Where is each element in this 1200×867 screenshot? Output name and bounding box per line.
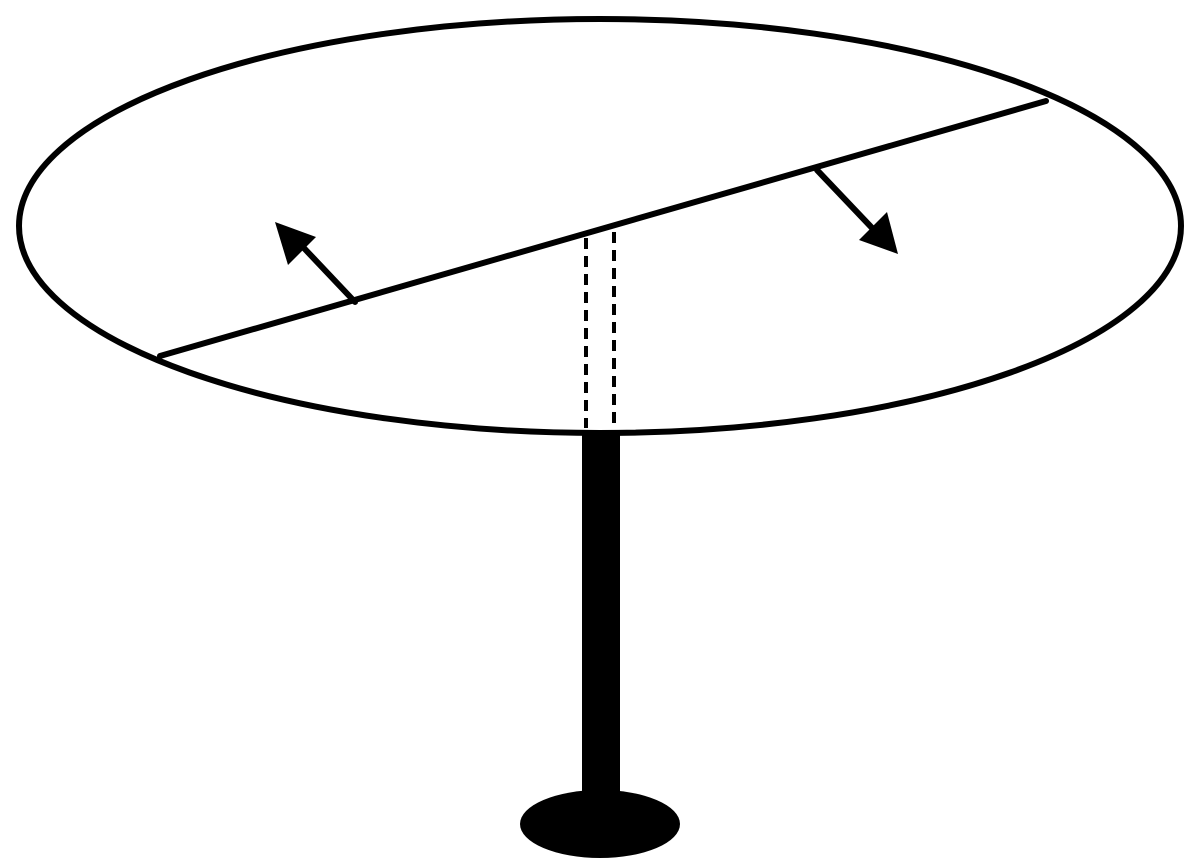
split-line bbox=[157, 98, 1049, 359]
tabletop bbox=[16, 16, 1184, 436]
extend-arrow-left-icon bbox=[275, 222, 358, 305]
pedestal-column bbox=[582, 432, 620, 812]
extend-arrow-right-icon bbox=[814, 167, 898, 254]
pedestal-base bbox=[520, 790, 680, 858]
hidden-column bbox=[584, 232, 616, 428]
